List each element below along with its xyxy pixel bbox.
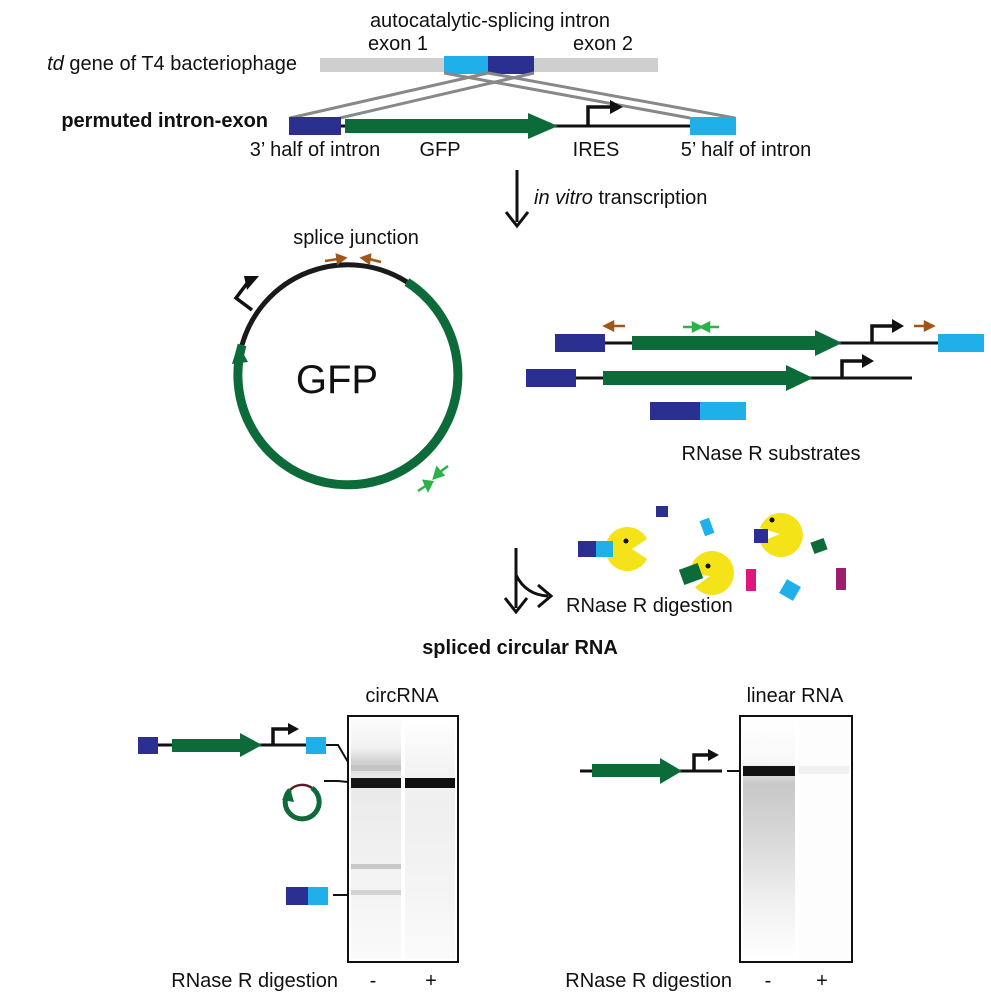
linear-lane-plus <box>799 719 849 959</box>
arrow-icon <box>504 211 530 229</box>
intron-5prime-block <box>444 56 488 74</box>
construct-title: permuted intron-exon <box>61 110 268 132</box>
intron-title: autocatalytic-splicing intron <box>370 10 610 32</box>
pacman-icon <box>760 513 803 557</box>
linear-construct-icon <box>138 723 326 757</box>
linear-lane-minus-label: - <box>765 970 772 992</box>
linear-lane-plus-label: + <box>816 970 828 992</box>
label-gfp: GFP <box>419 139 460 161</box>
linear-x-label: RNase R digestion <box>565 970 732 992</box>
ires-promoter-icon <box>586 100 623 126</box>
pacman-icon <box>689 551 734 596</box>
label-3-half: 3’ half of intron <box>250 139 380 161</box>
intron-3-half <box>289 117 341 135</box>
substrates-label: RNase R substrates <box>682 443 861 465</box>
gel-lane-plus <box>405 719 455 959</box>
circle-gfp-arc <box>233 278 463 490</box>
linear-lane-minus <box>743 719 795 959</box>
pacman-icon <box>605 527 647 571</box>
exon1-label: exon 1 <box>368 33 428 55</box>
intron-3prime-block <box>488 56 534 74</box>
circrna-gel-panel: circRNA <box>138 685 459 992</box>
transcription-label: in vitro transcription <box>534 187 707 209</box>
transcription-step: in vitro transcription <box>504 170 707 229</box>
circular-rna-icon <box>282 783 322 822</box>
permuted-construct: permuted intron-exon 3’ half of intron G… <box>61 100 811 161</box>
circle-promoter-icon <box>233 276 259 312</box>
intron-5-half <box>690 117 736 135</box>
circular-rna: splice junction GFP <box>232 227 463 493</box>
gfp-bar <box>345 119 530 133</box>
td-gene-section: autocatalytic-splicing intron exon 1 exo… <box>47 10 736 120</box>
circle-ires-arc <box>239 262 409 346</box>
label-ires: IRES <box>573 139 620 161</box>
arrow-icon <box>503 548 554 615</box>
splice-junction-label: splice junction <box>293 227 419 249</box>
linear-gel-panel: linear RNA RNase R digestion - + <box>565 685 853 992</box>
exon2-label: exon 2 <box>573 33 633 55</box>
digestion-label: RNase R digestion <box>566 595 733 617</box>
gfp-primers <box>417 465 449 493</box>
result-title: spliced circular RNA <box>422 637 618 659</box>
linear-rna-icon <box>580 749 722 784</box>
circ-x-label: RNase R digestion <box>171 970 338 992</box>
permutation-lines <box>289 71 736 120</box>
label-5-half: 5’ half of intron <box>681 139 811 161</box>
circrna-title: circRNA <box>365 685 439 707</box>
circ-lane-plus-label: + <box>425 970 437 992</box>
rnase-substrates: RNase R substrates <box>526 319 984 465</box>
gel-lane-minus <box>351 719 401 959</box>
gfp-arrowhead <box>528 113 558 139</box>
td-gene-label: td gene of T4 bacteriophage <box>47 53 297 75</box>
circle-arrowhead <box>232 344 248 364</box>
junction-primers <box>324 253 382 266</box>
rnase-digestion: RNase R digestion spliced circular RNA <box>422 506 846 659</box>
circle-center-label: GFP <box>296 358 378 402</box>
linear-title: linear RNA <box>747 685 844 707</box>
circ-lane-minus-label: - <box>370 970 377 992</box>
